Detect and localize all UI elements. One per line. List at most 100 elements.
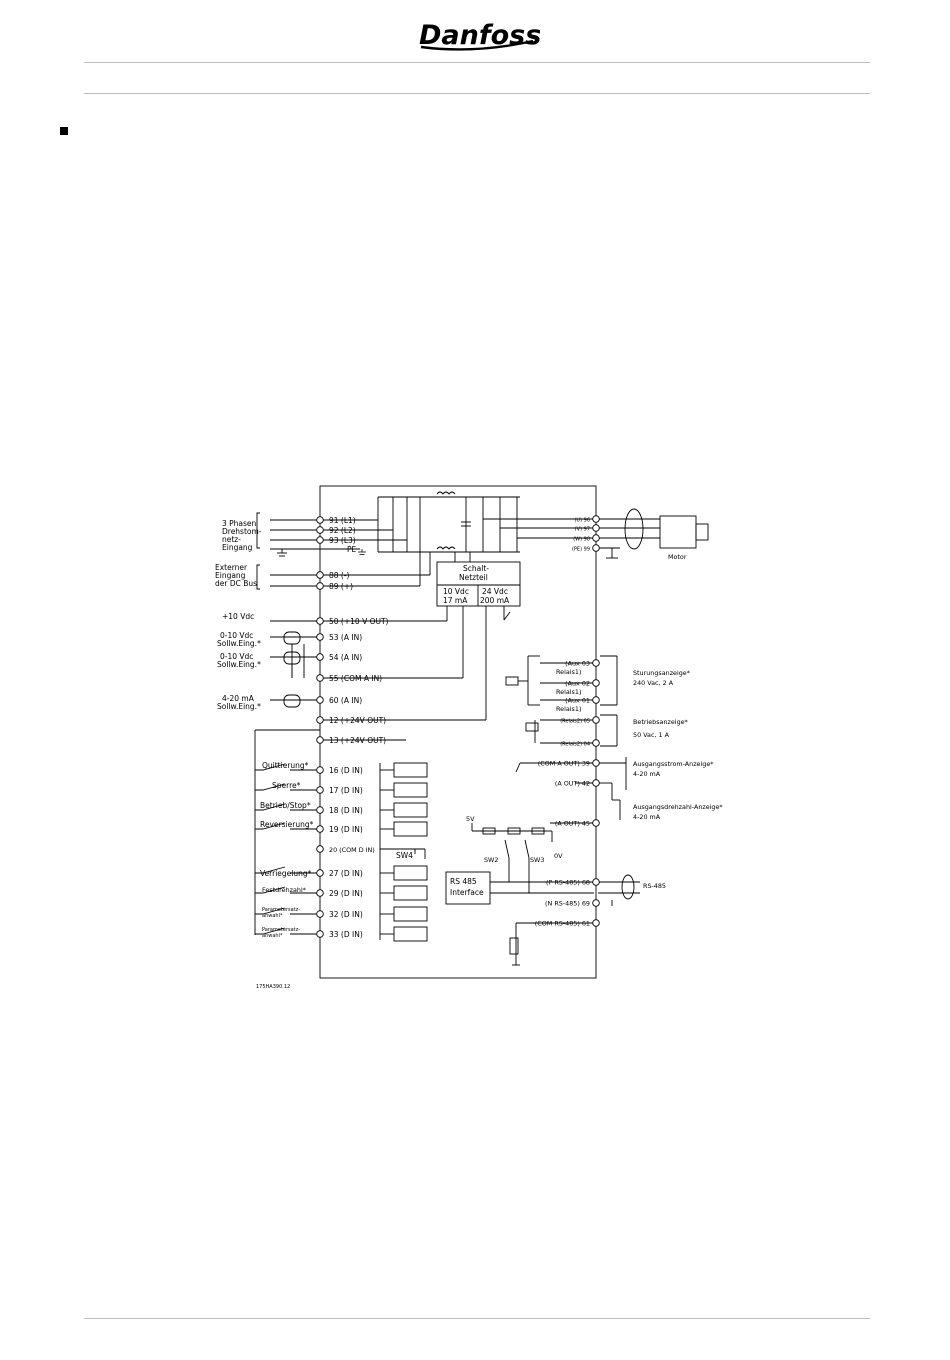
terminal-label-69: (N RS-485) 69 <box>545 900 590 908</box>
terminal-label-50: 50 (+10 V OUT) <box>329 617 389 626</box>
right-terminals <box>592 515 600 927</box>
terminal-label-54: 54 (A IN) <box>329 653 362 662</box>
motor-label: Motor <box>668 553 687 561</box>
terminal-99 <box>592 544 600 552</box>
terminal-91 <box>316 516 324 524</box>
terminal-16 <box>316 766 324 774</box>
terminal-54 <box>316 653 324 661</box>
terminal-label-68: (P RS-485) 68 <box>546 879 590 887</box>
ain1-label: 0-10 Vdc <box>220 631 253 640</box>
terminal-60 <box>316 696 324 704</box>
terminal-label-03: (Aux 03 <box>565 660 590 668</box>
terminal-sublabel-01: Relais1) <box>556 705 581 713</box>
terminal-label-01: (Aux 01 <box>565 697 590 705</box>
aout1-label: Ausgangsstrom-Anzeige* 4-20 mA <box>633 760 713 778</box>
terminal-18 <box>316 806 324 814</box>
terminal-32 <box>316 910 324 918</box>
mains-input-label: 3 Phasen Drehstom- netz- Eingang <box>222 519 262 552</box>
svg-text:Netzteil: Netzteil <box>459 573 488 582</box>
terminal-label-13: 13 (+24V OUT) <box>329 736 386 745</box>
terminal-29 <box>316 889 324 897</box>
aout2-label: Ausgangsdrehzahl-Anzeige* 4-20 mA <box>633 803 723 821</box>
terminal-label-45: (A OUT) 45 <box>555 820 590 828</box>
psu-labels: Schalt- Netzteil 10 Vdc 17 mA 24 Vdc 200… <box>443 564 510 605</box>
terminal-42 <box>592 779 600 787</box>
terminal-label-33: 33 (D IN) <box>329 930 363 939</box>
terminal-label-61: (COM RS-485) 61 <box>535 920 590 928</box>
svg-text:Parametersatz-: Parametersatz- <box>262 927 300 933</box>
header-divider <box>84 93 870 94</box>
terminal-69 <box>592 899 600 907</box>
terminal-label-93: 93 (L3) <box>329 536 356 545</box>
terminal-98 <box>592 534 600 542</box>
terminal-61 <box>592 919 600 927</box>
svg-text:anwahl*: anwahl* <box>262 913 283 919</box>
terminal-label-29: 29 (D IN) <box>329 889 363 898</box>
svg-text:Sturungsanzeige*: Sturungsanzeige* <box>633 669 690 677</box>
terminal-53 <box>316 633 324 641</box>
terminal-label-05: (Relais2) 05 <box>560 719 590 725</box>
terminal-05 <box>592 716 600 724</box>
terminal-88 <box>316 571 324 579</box>
terminal-02 <box>592 679 600 687</box>
rs485-interface-box-label: RS 485 Interface <box>450 877 484 897</box>
terminal-39 <box>592 759 600 767</box>
terminal-label-88: 88 (-) <box>329 571 350 580</box>
terminal-33 <box>316 930 324 938</box>
terminal-label-96: (U) 96 <box>574 518 590 524</box>
svg-text:200 mA: 200 mA <box>480 596 510 605</box>
svg-text:24 Vdc: 24 Vdc <box>482 587 508 596</box>
svg-text:Eingang: Eingang <box>215 571 246 580</box>
svg-text:Betrieb/Stop*: Betrieb/Stop* <box>260 801 311 810</box>
0v-label: 0V <box>554 852 563 860</box>
ground-icon <box>358 549 366 555</box>
svg-text:Schalt-: Schalt- <box>463 564 489 573</box>
terminal-label-04: (Relais2) 04 <box>560 742 590 748</box>
terminal-92 <box>316 526 324 534</box>
ain2-label-sub: Sollw.Eing.* <box>217 660 261 669</box>
terminal-label-17: 17 (D IN) <box>329 786 363 795</box>
terminal-27 <box>316 869 324 877</box>
sw4-label: SW4 <box>396 851 413 860</box>
header-divider-top <box>84 62 870 63</box>
drive-outline <box>319 485 597 979</box>
ain3-label: 4-20 mA <box>222 694 255 703</box>
terminal-sublabel-03: Relais1) <box>556 668 581 676</box>
terminal-50 <box>316 617 324 625</box>
svg-text:50 Vac, 1 A: 50 Vac, 1 A <box>633 731 670 739</box>
ain1-label-sub: Sollw.Eing.* <box>217 639 261 648</box>
svg-text:4-20 mA: 4-20 mA <box>633 813 661 821</box>
terminal-label-20: 20 (COM D IN) <box>329 846 375 854</box>
terminal-label-16: 16 (D IN) <box>329 766 363 775</box>
terminal-20 <box>316 845 324 853</box>
left-terminals <box>316 516 366 938</box>
terminal-label-02: (Aux 02 <box>565 680 590 688</box>
svg-text:Externer: Externer <box>215 563 248 572</box>
terminal-label-91: 91 (L1) <box>329 516 356 525</box>
svg-text:anwahl*: anwahl* <box>262 933 283 939</box>
rs485-label: RS-485 <box>643 882 666 890</box>
svg-text:Festdrehzahl*: Festdrehzahl* <box>262 886 306 894</box>
terminal-label-97: (V) 97 <box>575 527 590 533</box>
ain3-label-sub: Sollw.Eing.* <box>217 702 261 711</box>
terminal-19 <box>316 825 324 833</box>
svg-text:Eingang: Eingang <box>222 543 253 552</box>
digital-switches <box>255 763 320 935</box>
svg-text:Reversierung*: Reversierung* <box>260 820 314 829</box>
terminal-label-12: 12 (+24V OUT) <box>329 716 386 725</box>
terminal-label-27: 27 (D IN) <box>329 869 363 878</box>
terminal-45 <box>592 819 600 827</box>
terminal-01 <box>592 696 600 704</box>
section-bullet-icon <box>60 127 68 135</box>
terminal-label-19: 19 (D IN) <box>329 825 363 834</box>
terminal-96 <box>592 515 600 523</box>
svg-text:Ausgangsstrom-Anzeige*: Ausgangsstrom-Anzeige* <box>633 760 713 768</box>
svg-text:Sperre*: Sperre* <box>272 781 301 790</box>
terminal-13 <box>316 736 324 744</box>
terminal-55 <box>316 674 324 682</box>
footer-divider <box>84 1318 870 1319</box>
logo-text: Danfoss <box>419 20 540 51</box>
svg-text:10 Vdc: 10 Vdc <box>443 587 469 596</box>
svg-text:Quittierung*: Quittierung* <box>262 761 309 770</box>
terminal-89 <box>316 582 324 590</box>
